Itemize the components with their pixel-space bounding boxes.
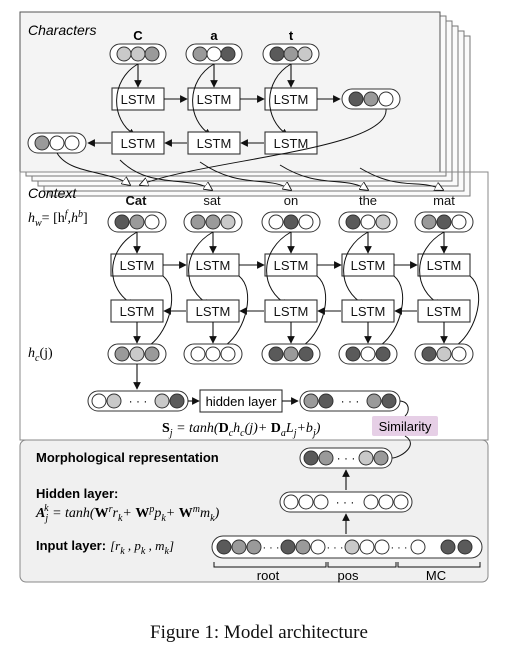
char-forward-final-state — [341, 88, 401, 110]
characters-title: Characters — [28, 22, 96, 38]
svg-text:LSTM: LSTM — [121, 136, 156, 151]
svg-text:LSTM: LSTM — [427, 304, 462, 319]
context-representation-vector: · · · — [299, 390, 401, 412]
svg-text:· · ·: · · · — [129, 394, 148, 408]
char-forward-lstm-1: LSTM — [111, 87, 165, 111]
word-embedding-mat — [414, 211, 474, 233]
context-backward-lstm-4: LSTM — [341, 299, 395, 323]
context-backward-lstm-1: LSTM — [110, 299, 164, 323]
context-title: Context — [28, 185, 77, 201]
char-embedding-a — [185, 43, 243, 65]
context-forward-lstm-4: LSTM — [341, 253, 395, 277]
char-backward-lstm-1: LSTM — [111, 131, 165, 155]
svg-text:· · ·: · · · — [341, 394, 360, 408]
morph-output-vector: · · · — [299, 447, 393, 469]
morph-title: Morphological representation — [36, 450, 219, 465]
context-forward-lstm-3: LSTM — [264, 253, 318, 277]
similarity-equation: Sj = tanh(Dchc(j)+ DaLj+bj) — [162, 421, 321, 439]
word-embedding-the — [338, 211, 398, 233]
morph-input-vector: · · · · · · · · · — [211, 535, 483, 559]
context-backward-lstm-5: LSTM — [417, 299, 471, 323]
svg-text:LSTM: LSTM — [274, 304, 309, 319]
segment-braces — [213, 562, 481, 568]
context-forward-lstm-1: LSTM — [110, 253, 164, 277]
svg-text:LSTM: LSTM — [120, 304, 155, 319]
word-the: the — [359, 193, 377, 208]
word-embedding-sat — [183, 211, 243, 233]
word-embedding-cat — [107, 211, 167, 233]
context-vector-on — [261, 343, 321, 365]
context-vector-cat — [107, 343, 167, 365]
word-mat: mat — [433, 193, 455, 208]
svg-text:LSTM: LSTM — [351, 304, 386, 319]
context-vector-mat — [414, 343, 474, 365]
svg-text:LSTM: LSTM — [274, 258, 309, 273]
morph-input-title: Input layer:[rk , pk , mk] — [36, 538, 174, 557]
word-sat: sat — [203, 193, 221, 208]
svg-text:· · ·: · · · — [390, 542, 407, 554]
char-backward-final-state — [27, 132, 87, 154]
context-backward-lstm-2: LSTM — [186, 299, 240, 323]
context-backward-lstm-3: LSTM — [264, 299, 318, 323]
char-backward-lstm-2: LSTM — [187, 131, 241, 155]
svg-text:LSTM: LSTM — [197, 92, 232, 107]
svg-text:· · ·: · · · — [262, 542, 279, 554]
char-forward-lstm-2: LSTM — [187, 87, 241, 111]
char-backward-lstm-3: LSTM — [264, 131, 318, 155]
segment-pos: pos — [338, 568, 359, 583]
context-forward-lstm-2: LSTM — [186, 253, 240, 277]
char-embedding-c — [109, 43, 167, 65]
context-input-vector: · · · — [87, 390, 189, 412]
word-cat: Cat — [126, 193, 148, 208]
word-embedding-on — [261, 211, 321, 233]
hc-label: hc(j) — [28, 346, 53, 364]
char-embedding-t — [262, 43, 320, 65]
char-forward-lstm-3: LSTM — [264, 87, 318, 111]
svg-text:hidden layer: hidden layer — [206, 394, 277, 409]
svg-text:LSTM: LSTM — [274, 92, 309, 107]
context-vector-sat — [183, 343, 243, 365]
morph-hidden-title: Hidden layer: — [36, 486, 118, 501]
segment-mc: MC — [426, 568, 446, 583]
hw-label: hw= [hf,hb] — [28, 209, 88, 229]
svg-text:LSTM: LSTM — [274, 136, 309, 151]
segment-root: root — [257, 568, 280, 583]
svg-text:LSTM: LSTM — [427, 258, 462, 273]
svg-text:LSTM: LSTM — [196, 304, 231, 319]
svg-text:· · ·: · · · — [336, 495, 355, 509]
figure-caption: Figure 1: Model architecture — [150, 622, 368, 643]
morph-hidden-vector: · · · — [279, 491, 413, 513]
svg-text:· · ·: · · · — [326, 542, 343, 554]
char-label-a: a — [210, 28, 218, 43]
svg-text:LSTM: LSTM — [197, 136, 232, 151]
svg-text:LSTM: LSTM — [120, 258, 155, 273]
word-on: on — [284, 193, 298, 208]
context-vector-the — [338, 343, 398, 365]
svg-text:LSTM: LSTM — [351, 258, 386, 273]
context-forward-lstm-5: LSTM — [417, 253, 471, 277]
svg-text:LSTM: LSTM — [121, 92, 156, 107]
hidden-layer-box: hidden layer — [199, 389, 283, 413]
svg-text:· · ·: · · · — [337, 451, 356, 465]
morph-hidden-equation: Ajk = tanh(Wrrk+ Wppk+ Wmmk) — [35, 503, 220, 524]
similarity-label: Similarity — [379, 419, 432, 434]
char-label-c: C — [133, 28, 143, 43]
character-panel-stack — [19, 11, 471, 197]
svg-text:LSTM: LSTM — [196, 258, 231, 273]
similarity-highlight — [372, 416, 438, 436]
char-label-t: t — [289, 28, 294, 43]
